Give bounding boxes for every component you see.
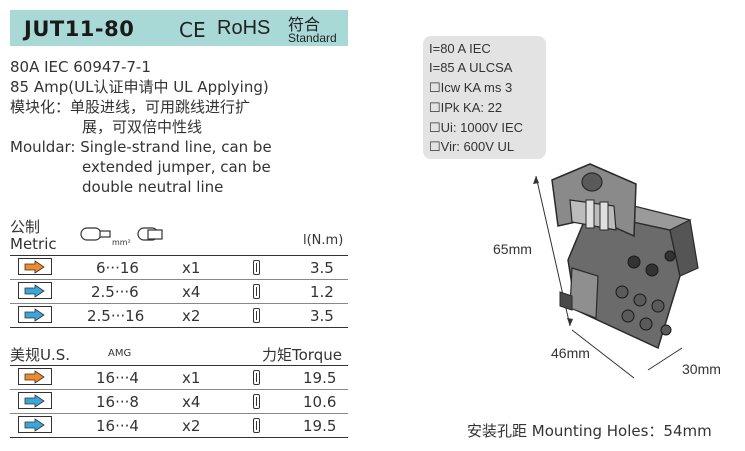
screwdriver-icon (253, 370, 260, 385)
us-divider-bottom (10, 437, 348, 438)
metric-row-3-range: 2.5···16 (87, 307, 145, 325)
us-row-3-range: 16···4 (96, 417, 139, 435)
screwdriver-icon (253, 308, 260, 323)
rating-ul-current: I=85 A ULCSA (429, 60, 513, 75)
rating-ui: ☐Ui: 1000V IEC (429, 120, 524, 135)
arrow-orange-icon (18, 368, 52, 385)
metric-label-en: Metric (10, 235, 57, 253)
screwdriver-icon (253, 260, 260, 275)
us-torque-label: 力矩Torque (262, 346, 342, 364)
dimension-width: 46mm (551, 345, 590, 361)
screwdriver-icon (253, 284, 260, 299)
us-row-1-torque: 19.5 (303, 369, 337, 387)
us-divider-top (10, 365, 348, 366)
spec-modular-en-2: extended jumper, can be (82, 158, 271, 176)
metric-divider-2 (10, 303, 348, 304)
spec-modular-en-3: double neutral line (82, 178, 224, 196)
us-row-1-count: x1 (182, 369, 201, 387)
us-label: 美规U.S. (10, 346, 71, 364)
metric-row-3-count: x2 (182, 307, 201, 325)
dimension-depth: 30mm (682, 361, 721, 377)
us-row-3-count: x2 (182, 417, 201, 435)
metric-row-2-torque: 1.2 (310, 283, 334, 301)
metric-row-2-range: 2.5···6 (91, 283, 139, 301)
metric-row-1-count: x1 (182, 259, 201, 277)
us-row-2-torque: 10.6 (303, 393, 337, 411)
us-row-3-torque: 19.5 (303, 417, 337, 435)
spec-ul: 85 Amp(UL认证申请中 UL Applying) (10, 78, 269, 96)
spec-modular-en-1: Mouldar: Single-strand line, can be (10, 138, 272, 156)
us-row-2-range: 16···8 (96, 393, 139, 411)
compliance-standard-label: Standard (288, 31, 337, 45)
rating-vir: ☐Vir: 600V UL (429, 139, 515, 154)
metric-divider-1 (10, 279, 348, 280)
metric-row-1-range: 6···16 (96, 259, 139, 277)
wire-ferrule-icon (80, 227, 163, 241)
dimension-height: 65mm (493, 241, 532, 257)
metric-torque-label: l(N.m) (303, 233, 344, 248)
screwdriver-icon (253, 418, 260, 433)
arrow-blue-icon (18, 306, 52, 323)
ratings-box: I=80 A IEC I=85 A ULCSA ☐Icw KA ms 3 ☐IP… (423, 36, 546, 159)
rating-ipk: ☐IPk KA: 22 (429, 100, 503, 115)
us-divider-2 (10, 413, 348, 414)
metric-row-1-torque: 3.5 (310, 259, 334, 277)
model-number: JUT11-80 (24, 17, 135, 41)
spec-iec: 80A IEC 60947-7-1 (10, 58, 151, 76)
arrow-blue-icon (18, 392, 52, 409)
arrow-blue-icon (18, 416, 52, 433)
screwdriver-icon (253, 394, 260, 409)
rohs-mark: RoHS (217, 17, 271, 39)
us-row-1-range: 16···4 (96, 369, 139, 387)
metric-label-cn: 公制 (10, 218, 41, 236)
metric-divider-bottom (10, 327, 348, 328)
us-row-2-count: x4 (182, 393, 201, 411)
metric-divider-top (10, 255, 348, 256)
mm2-unit: mm² (112, 238, 131, 247)
spec-modular-cn-2: 展，可双倍中性线 (82, 118, 203, 136)
spec-modular-cn-1: 模块化：单股进线，可用跳线进行扩 (10, 98, 251, 116)
mounting-holes-label: 安装孔距 Mounting Holes：54mm (467, 422, 712, 440)
us-divider-1 (10, 389, 348, 390)
rating-iec-current: I=80 A IEC (429, 41, 491, 56)
ce-mark: CE (179, 18, 206, 42)
header-bar: JUT11-80 CE RoHS 符合 Standard (10, 10, 348, 46)
metric-row-2-count: x4 (182, 283, 201, 301)
arrow-blue-icon (18, 282, 52, 299)
rating-icw: ☐Icw KA ms 3 (429, 80, 513, 95)
awg-label: AMG (108, 348, 132, 359)
arrow-orange-icon (18, 258, 52, 275)
terminal-block-drawing (533, 163, 699, 379)
metric-row-3-torque: 3.5 (310, 307, 334, 325)
compliance-cn-label: 符合 (288, 15, 321, 34)
